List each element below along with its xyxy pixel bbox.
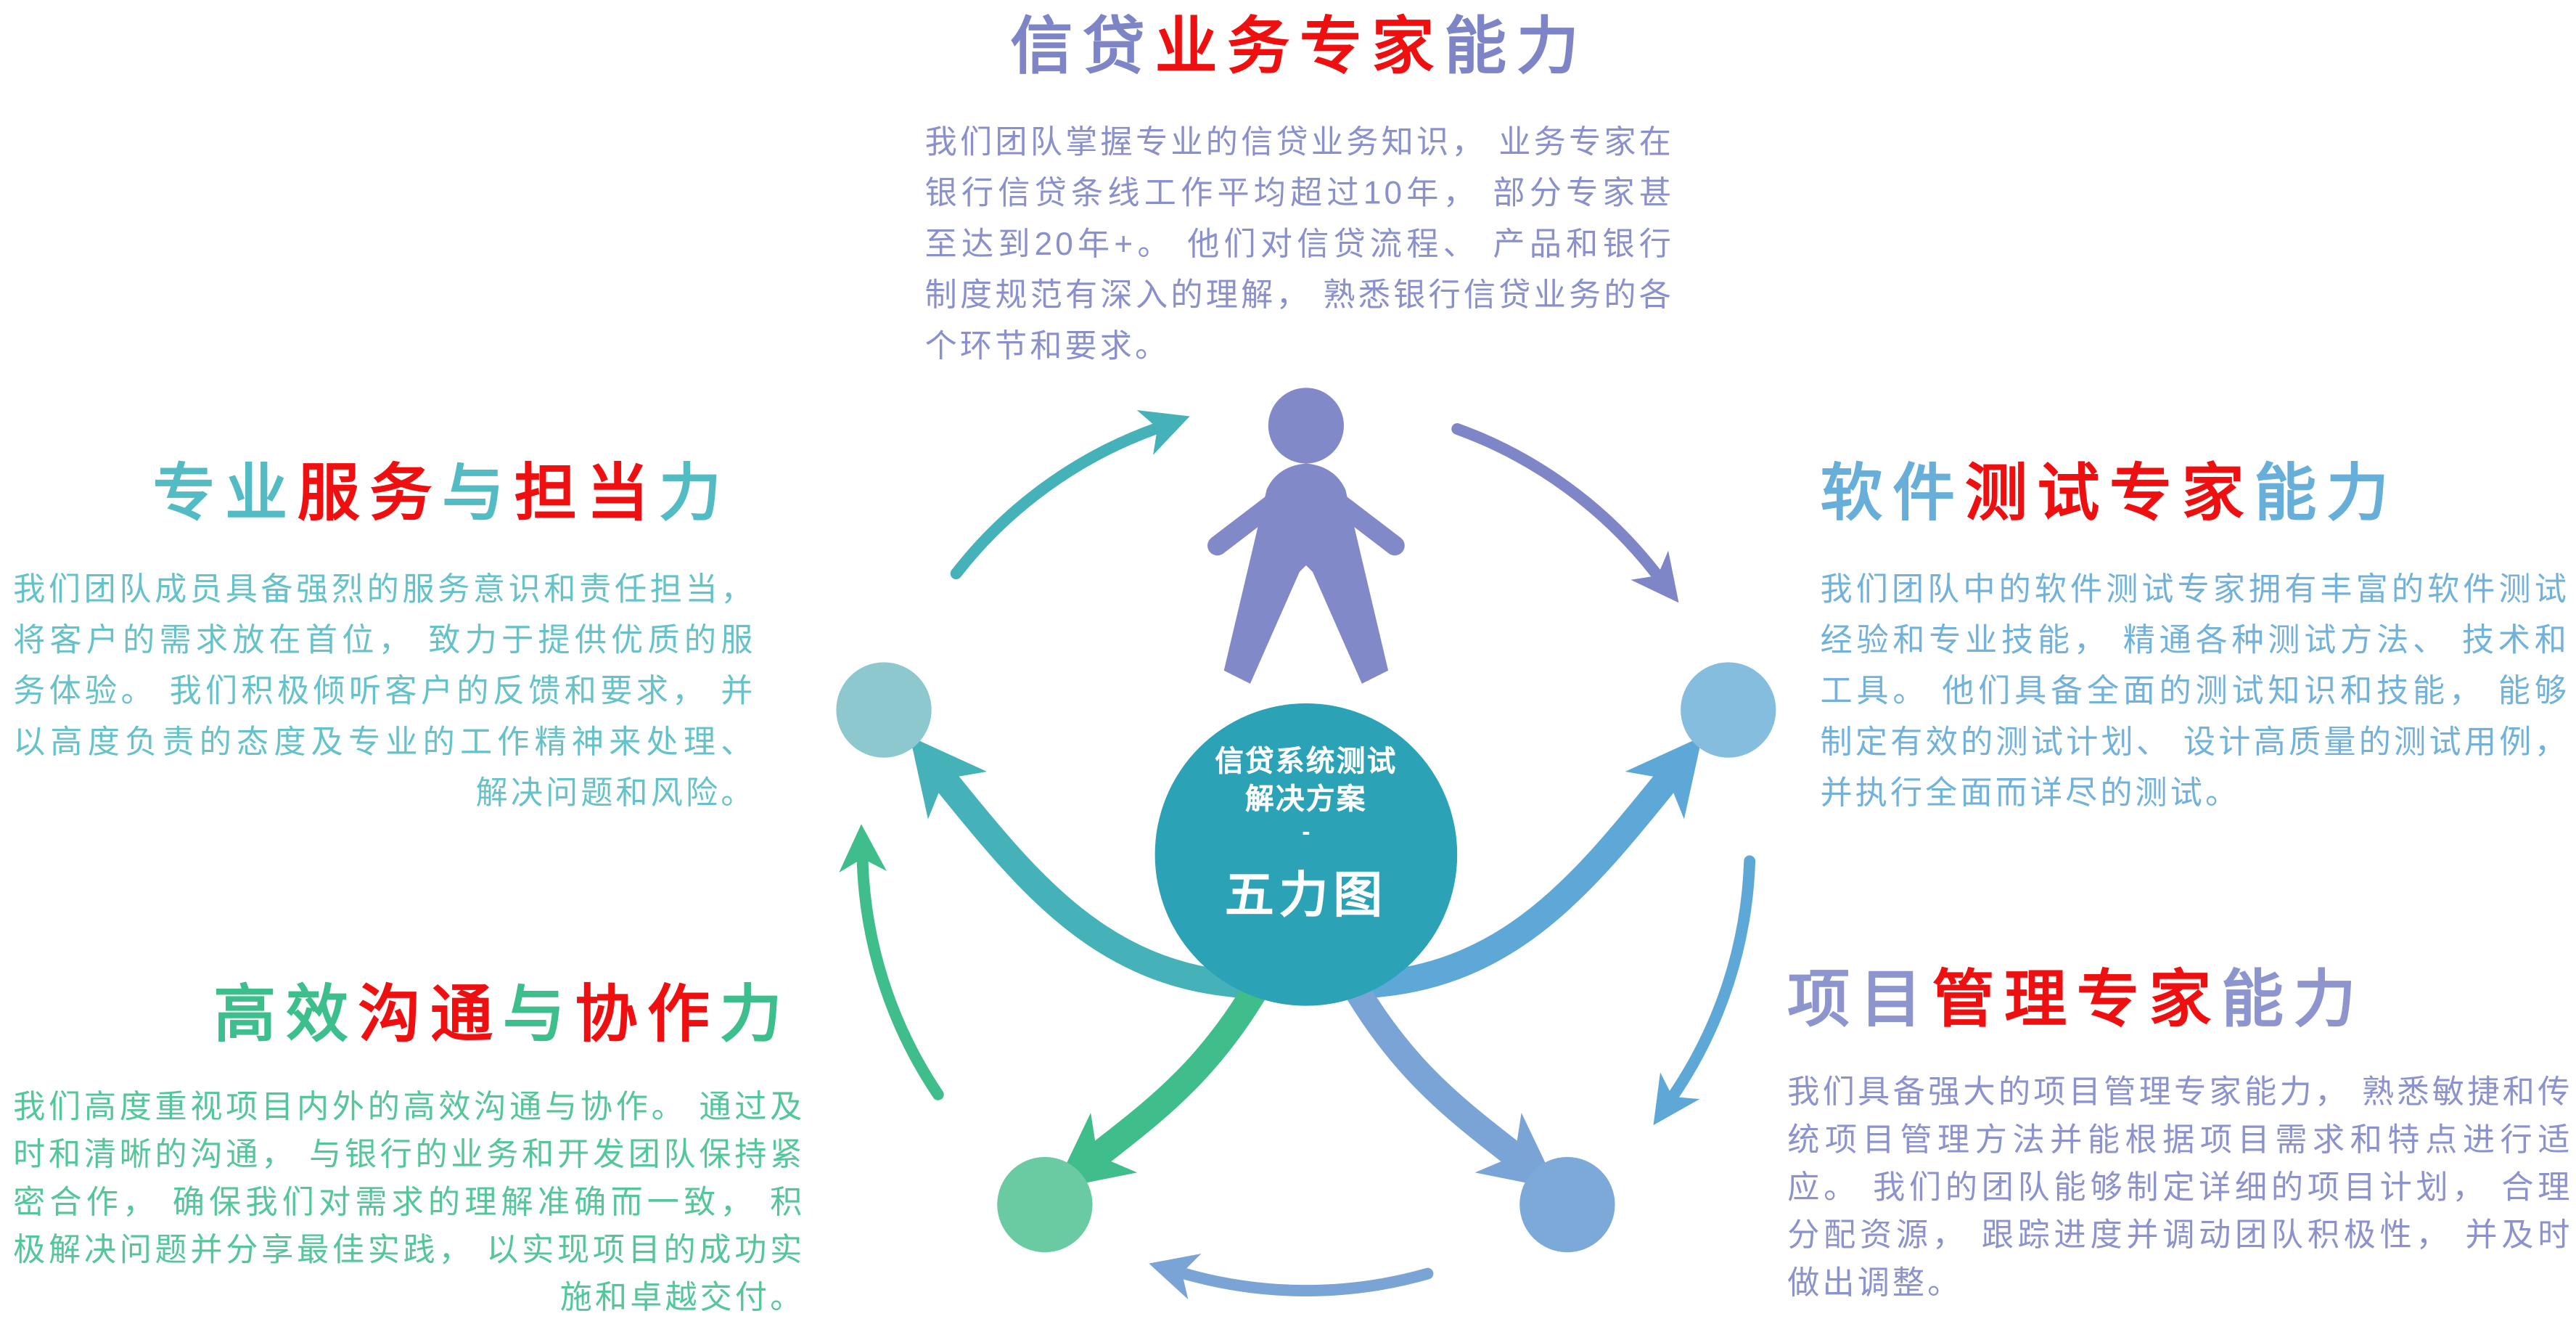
title-segment: 能力 <box>2221 966 2366 1036</box>
section-software-testing-expert: 软件测试专家能力 我们团队中的软件测试专家拥有丰富的软件测试经验和专业技能， 精… <box>1821 457 2569 820</box>
title-segment: 测试专家 <box>1964 459 2255 530</box>
swoosh-to-left-node-icon <box>910 736 1250 998</box>
section-credit-business-expert: 信贷业务专家能力 我们团队掌握专业的信贷业务知识， 业务专家在银行信贷条线工作平… <box>925 10 1674 373</box>
arc-bottomright-to-bottomleft-icon <box>1149 1254 1434 1300</box>
arc-bottomleft-to-left-icon <box>839 824 944 1100</box>
section-title-service: 专业服务与担当力 <box>13 457 755 532</box>
node-right-dot-icon <box>1681 662 1776 758</box>
center-label-line2: 解决方案 <box>1245 782 1367 815</box>
title-segment: 软件 <box>1820 459 1965 530</box>
swoosh-to-bottomleft-node-icon <box>1054 966 1275 1190</box>
title-segment: 与 <box>502 981 575 1050</box>
section-title-project-management: 项目管理专家能力 <box>1787 963 2572 1039</box>
node-bottom-left-dot-icon <box>997 1156 1093 1253</box>
section-service-responsibility: 专业服务与担当力 我们团队成员具备强烈的服务意识和责任担当， 将客户的需求放在首… <box>13 457 755 820</box>
section-title-communication: 高效沟通与协作力 <box>13 978 805 1053</box>
title-segment: 服务 <box>297 459 442 530</box>
center-label-line1: 信贷系统测试 <box>1215 744 1398 777</box>
center-label-dash: - <box>1302 818 1310 846</box>
title-segment: 协作 <box>575 981 720 1050</box>
title-segment: 担当 <box>514 459 659 530</box>
swoosh-to-right-node-icon <box>1361 736 1702 998</box>
title-segment: 高效 <box>213 981 358 1050</box>
title-segment: 项目 <box>1787 966 1932 1036</box>
title-segment: 与 <box>441 459 514 530</box>
section-project-management-expert: 项目管理专家能力 我们具备强大的项目管理专家能力， 熟悉敏捷和传统项目管理方法并… <box>1787 963 2572 1308</box>
title-segment: 信贷 <box>1010 13 1155 83</box>
node-bottom-right-dot-icon <box>1519 1156 1615 1253</box>
title-segment: 沟通 <box>358 981 503 1050</box>
outer-nodes <box>836 662 1776 1253</box>
center-label-title: 五力图 <box>1224 869 1387 924</box>
title-segment: 能力 <box>2254 459 2399 530</box>
section-communication-collaboration: 高效沟通与协作力 我们高度重视项目内外的高效沟通与协作。 通过及时和清晰的沟通，… <box>13 978 805 1323</box>
title-segment: 能力 <box>1444 13 1589 83</box>
swoosh-to-bottomright-node-icon <box>1337 966 1559 1190</box>
arc-right-to-bottomright-icon <box>1653 855 1756 1126</box>
section-body-software-testing: 我们团队中的软件测试专家拥有丰富的软件测试经验和专业技能， 精通各种测试方法、 … <box>1820 571 2569 812</box>
title-segment: 管理专家 <box>1932 966 2222 1036</box>
section-title-software-testing: 软件测试专家能力 <box>1821 457 2569 532</box>
title-segment: 力 <box>719 981 792 1050</box>
center-swoosh-arrows <box>910 736 1702 1190</box>
center-circle <box>1154 703 1458 1006</box>
center-label: 信贷系统测试 解决方案 - 五力图 <box>1150 743 1462 927</box>
arc-top-to-right-icon <box>1451 422 1679 603</box>
node-left-dot-icon <box>836 662 932 758</box>
title-segment: 业务专家 <box>1154 13 1445 83</box>
person-icon <box>1207 388 1405 684</box>
arc-left-to-top-icon <box>950 410 1190 580</box>
section-body-credit-business: 我们团队掌握专业的信贷业务知识， 业务专家在银行信贷条线工作平均超过10年， 部… <box>924 125 1675 365</box>
section-body-communication: 我们高度重视项目内外的高效沟通与协作。 通过及时和清晰的沟通， 与银行的业务和开… <box>13 1090 805 1317</box>
section-body-service: 我们团队成员具备强烈的服务意识和责任担当， 将客户的需求放在首位， 致力于提供优… <box>13 571 756 812</box>
cycle-arc-arrows <box>839 410 1756 1300</box>
title-segment: 力 <box>658 459 731 530</box>
section-title-credit-business: 信贷业务专家能力 <box>925 10 1674 86</box>
section-body-project-management: 我们具备强大的项目管理专家能力， 熟悉敏捷和传统项目管理方法并能根据项目需求和特… <box>1787 1074 2573 1302</box>
title-segment: 专业 <box>152 459 298 530</box>
